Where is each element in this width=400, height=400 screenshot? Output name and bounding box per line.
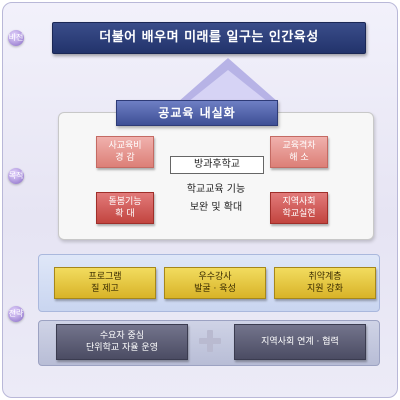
- goal-box-bottom-right: 지역사회 학교실현: [270, 192, 328, 224]
- goal-box-line: 학교실현: [282, 209, 316, 219]
- strategy-box-line: 프로그램: [88, 272, 122, 282]
- plus-icon: [199, 330, 221, 352]
- strategy-box-line: 우수강사: [198, 272, 232, 282]
- goal-box-top-right: 교육격차 해 소: [270, 136, 328, 168]
- foundation-box-right: 지역사회 연계 · 협력: [234, 324, 366, 360]
- goal-header: 공교육 내실화: [116, 100, 278, 126]
- goal-box-line: 돌봄기능: [108, 197, 142, 207]
- strategy-box-program: 프로그램 질 제고: [54, 267, 156, 299]
- goal-box-line: 해 소: [289, 153, 309, 163]
- up-arrow-highlight: [188, 70, 268, 102]
- foundation-box-left: 수요자 중심 단위학교 자율 운영: [56, 324, 188, 360]
- side-label-strategy: 전략: [8, 306, 24, 322]
- strategy-box-instructor: 우수강사 발굴 · 육성: [164, 267, 266, 299]
- goal-center-line2: 보완 및 확대: [189, 202, 243, 213]
- side-label-vision: 비전: [8, 30, 24, 46]
- goal-box-line: 사교육비: [108, 141, 142, 151]
- foundation-box-line: 지역사회 연계 · 협력: [261, 337, 339, 347]
- goal-box-line: 경 감: [115, 153, 135, 163]
- goal-center-line1: 학교교육 기능: [186, 184, 246, 195]
- goal-box-line: 교육격차: [282, 141, 316, 151]
- strategy-box-line: 취약계층: [308, 272, 342, 282]
- strategy-box-line: 질 제고: [91, 284, 119, 294]
- foundation-box-line: 단위학교 자율 운영: [86, 343, 158, 353]
- goal-box-line: 확 대: [115, 209, 135, 219]
- strategy-box-line: 지원 강화: [307, 284, 343, 294]
- strategy-box-line: 발굴 · 육성: [194, 284, 236, 294]
- vision-box: 더불어 배우며 미래를 일구는 인간육성: [52, 22, 366, 54]
- goal-box-line: 지역사회: [282, 197, 316, 207]
- goal-center-title: 방과후학교: [170, 156, 264, 174]
- foundation-box-line: 수요자 중심: [99, 331, 145, 341]
- goal-box-top-left: 사교육비 경 감: [96, 136, 154, 168]
- goal-box-bottom-left: 돌봄기능 확 대: [96, 192, 154, 224]
- strategy-box-support: 취약계층 지원 강화: [274, 267, 376, 299]
- side-label-goal: 목적: [8, 168, 24, 184]
